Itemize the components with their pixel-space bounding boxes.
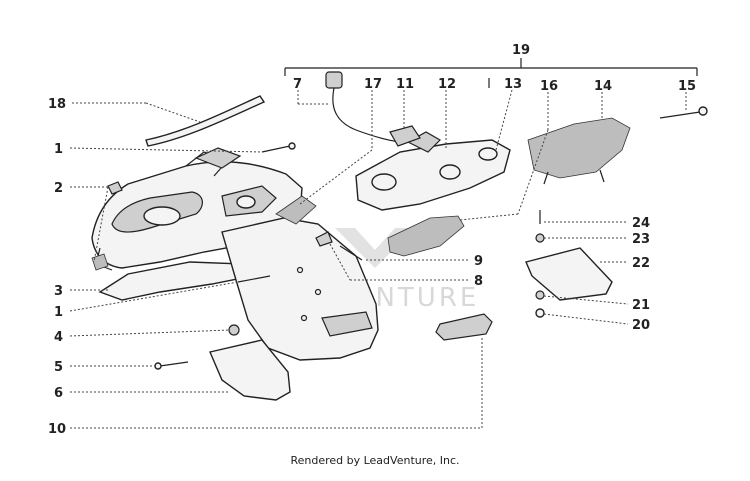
callout-8: 8: [474, 274, 483, 289]
callout-18: 19: [512, 43, 530, 58]
callout-11: 11: [396, 77, 414, 92]
part-15-screw: [659, 106, 708, 119]
callout-23: 23: [632, 232, 650, 247]
callout-6: 6: [54, 386, 63, 401]
part-6-mud-flap: [209, 339, 291, 401]
callout-2: 2: [54, 181, 63, 196]
part-14-grab-handle: [527, 117, 631, 185]
part-7-sensor-cable: [325, 71, 401, 143]
group-bracket-18: [284, 58, 698, 76]
callout-1-lower: 1: [54, 305, 63, 320]
callout-14: 14: [594, 79, 612, 94]
callout-10: 10: [48, 422, 66, 437]
callout-17: 17: [364, 77, 382, 92]
callout-19: 18: [48, 97, 66, 112]
callout-1: 1: [54, 142, 63, 157]
callout-22: 22: [632, 256, 650, 271]
callout-9: 9: [474, 254, 483, 269]
callout-12: 12: [438, 77, 456, 92]
callout-7: 7: [293, 77, 302, 92]
part-mudguard: [221, 217, 379, 361]
callout-3: 3: [54, 284, 63, 299]
part-16-side-cover: [387, 215, 465, 257]
part-19-hose: [145, 95, 266, 147]
callout-16: 16: [540, 79, 558, 94]
callout-20: 20: [632, 318, 650, 333]
part-10-reflector: [435, 313, 493, 341]
part-12-upper-bracket: [355, 131, 511, 211]
callout-4: 4: [54, 330, 63, 345]
callout-21: 21: [632, 298, 650, 313]
rendered-by-caption: Rendered by LeadVenture, Inc.: [290, 454, 460, 467]
callout-13: 13: [504, 77, 522, 92]
leader-lines: [69, 89, 687, 429]
callout-labels: 18 1 2 3 1 4 5 6 10 7 17 11 12 13 16 14 …: [48, 43, 696, 437]
callout-15: 15: [678, 79, 696, 94]
callout-5: 5: [54, 360, 63, 375]
callout-24: 24: [632, 216, 650, 231]
part-11-clip: [389, 125, 421, 147]
part-22-plate: [525, 247, 613, 301]
part-17-rubber-mount: [275, 195, 317, 225]
